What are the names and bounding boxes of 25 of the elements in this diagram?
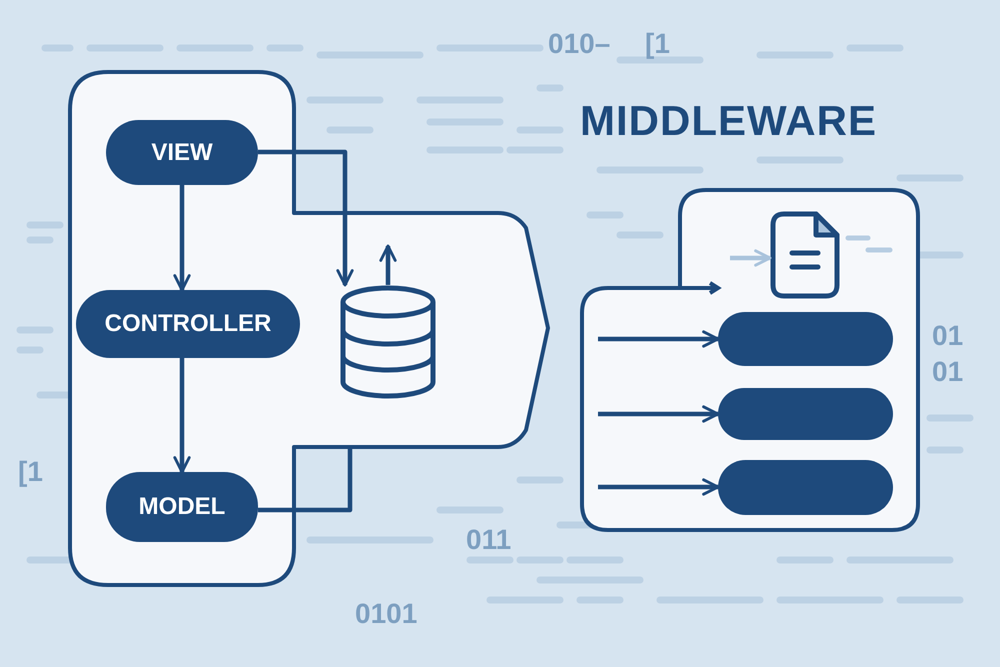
bar [718,388,893,440]
arrow-panel [68,70,552,587]
binary-digits: 011 [466,526,512,554]
process-pill: CONTROLLER [76,290,300,358]
binary-digits: 0101 [355,600,418,628]
document-icon [770,211,840,299]
binary-digits: [1 [645,30,670,58]
binary-digits: [1 [18,458,43,486]
process-pill: MODEL [106,472,258,542]
arrow [598,478,720,496]
arrow [258,150,354,286]
arrow [730,249,772,267]
database-icon [340,285,436,400]
arrow [598,330,720,348]
binary-digits: 01 [932,322,964,350]
bar [718,312,893,366]
arrow [173,358,191,474]
binary-digits: 010– [548,30,610,58]
arrow [379,244,397,285]
process-pill: VIEW [106,120,258,185]
title: MIDDLEWARE [580,100,877,142]
arrow [173,185,191,292]
stacked-card-panel [580,188,920,532]
binary-digits: 01 [932,358,964,386]
arrow [598,405,720,423]
